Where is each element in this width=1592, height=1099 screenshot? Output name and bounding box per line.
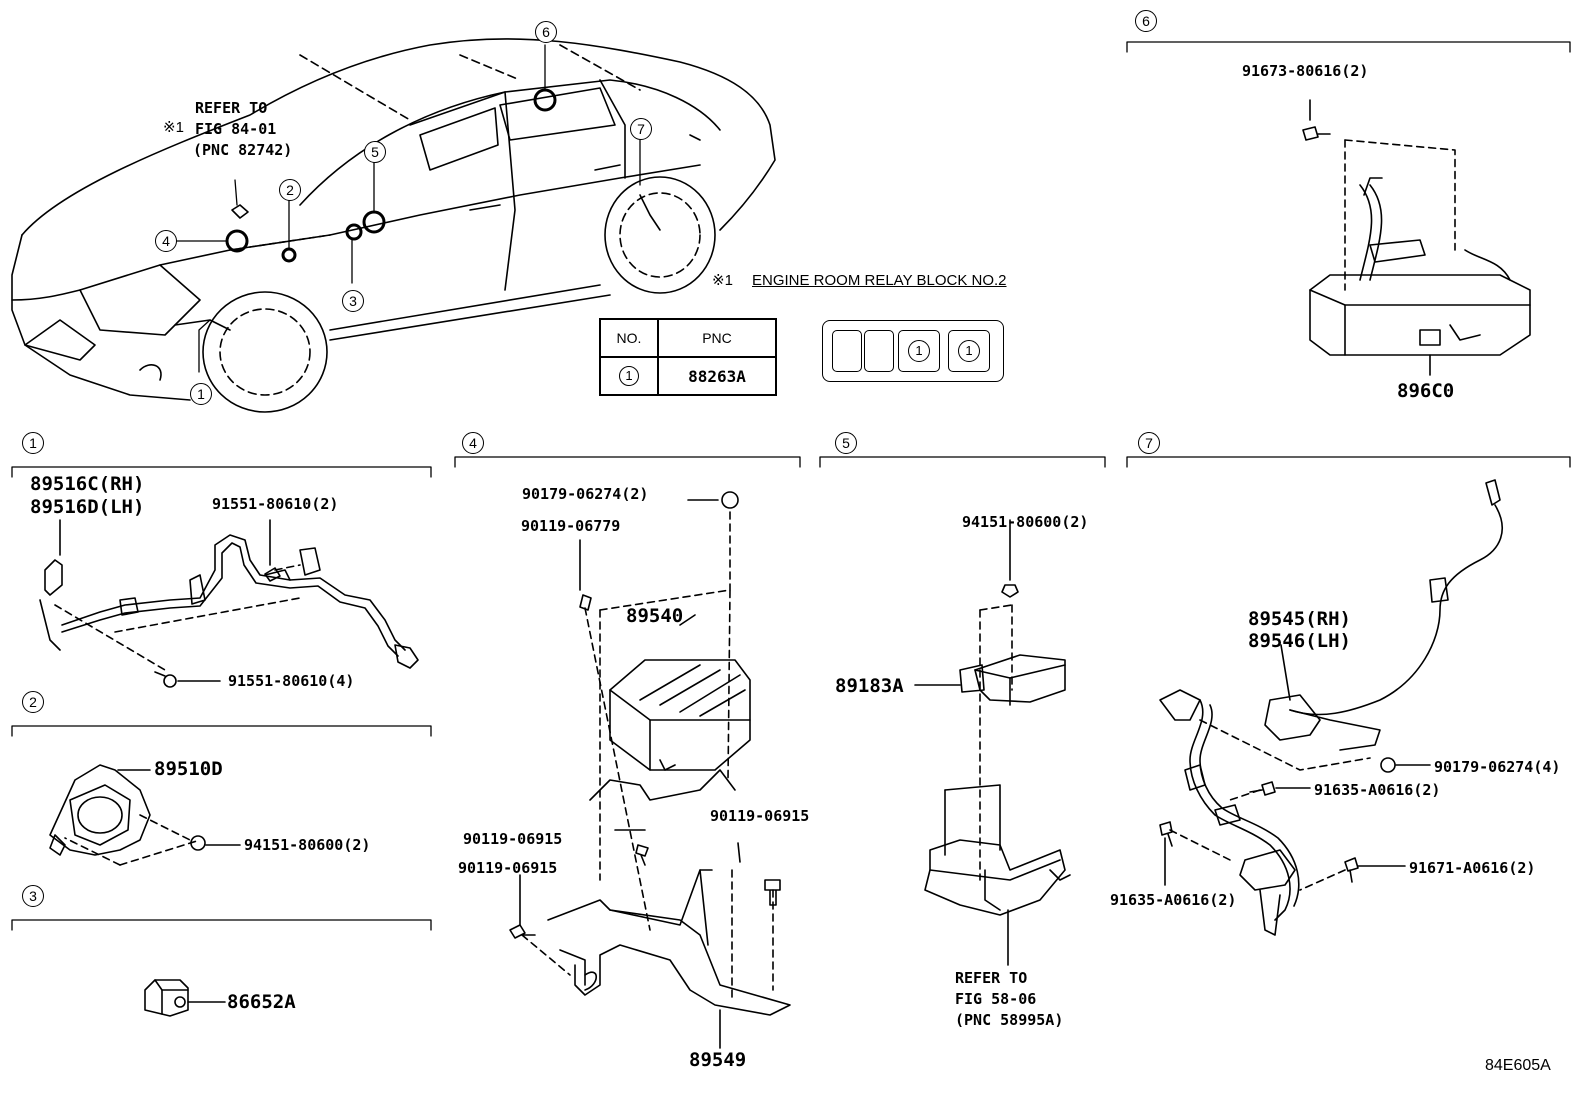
part-91673-80616-2: 91673-80616(2) bbox=[1242, 62, 1369, 80]
part-91635-a0616-2-b: 91635-A0616(2) bbox=[1110, 891, 1237, 909]
part-91551-80610-2: 91551-80610(2) bbox=[212, 495, 339, 513]
s6-module bbox=[1302, 99, 1531, 376]
section-6-number: 6 bbox=[1135, 10, 1157, 32]
section-5-number: 5 bbox=[835, 432, 857, 454]
part-89540: 89540 bbox=[626, 605, 684, 627]
s1-harness bbox=[39, 519, 419, 688]
chip-slot bbox=[832, 330, 862, 372]
chip-number: 1 bbox=[958, 340, 980, 362]
callout-7[interactable]: 7 bbox=[630, 118, 652, 140]
section-2-number: 2 bbox=[22, 691, 44, 713]
callout-5[interactable]: 5 bbox=[364, 141, 386, 163]
part-90179-06274-2: 90179-06274(2) bbox=[522, 485, 649, 503]
part-91671-a0616-2: 91671-A0616(2) bbox=[1409, 859, 1536, 877]
refer-note-line3: (PNC 82742) bbox=[193, 141, 293, 159]
s2-sensor bbox=[49, 764, 241, 866]
relay-block-marker bbox=[231, 204, 249, 219]
figure-id: 84E605A bbox=[1485, 1057, 1551, 1074]
s4-ecu bbox=[509, 491, 791, 1049]
refer-note-line2: FIG 84-01 bbox=[195, 120, 277, 138]
part-91635-a0616-2-a: 91635-A0616(2) bbox=[1314, 781, 1441, 799]
refer-s5-line3: (PNC 58995A) bbox=[955, 1011, 1064, 1029]
part-91551-80610-4: 91551-80610(4) bbox=[228, 672, 355, 690]
part-89510d: 89510D bbox=[154, 758, 223, 780]
part-90119-06915-b: 90119-06915 bbox=[463, 830, 563, 848]
footnote-text: ENGINE ROOM RELAY BLOCK NO.2 bbox=[752, 272, 1007, 289]
part-90179-06274-4: 90179-06274(4) bbox=[1434, 758, 1561, 776]
pnc-table: NO. PNC 1 88263A bbox=[599, 318, 777, 396]
connector-chip-box bbox=[822, 320, 1004, 382]
part-90119-06915-c: 90119-06915 bbox=[458, 859, 558, 877]
s5-sensor bbox=[914, 519, 1071, 966]
refer-s5-line1: REFER TO bbox=[955, 969, 1028, 987]
callout-3[interactable]: 3 bbox=[342, 290, 364, 312]
part-90119-06779: 90119-06779 bbox=[521, 517, 621, 535]
callout-6[interactable]: 6 bbox=[535, 21, 557, 43]
section-7-number: 7 bbox=[1138, 432, 1160, 454]
section-1-number: 1 bbox=[22, 432, 44, 454]
part-86652a: 86652A bbox=[227, 991, 296, 1013]
chip-slot bbox=[864, 330, 894, 372]
callout-4[interactable]: 4 bbox=[155, 230, 177, 252]
pnc-table-no-cell: 1 bbox=[599, 356, 659, 396]
chip-number: 1 bbox=[908, 340, 930, 362]
pnc-table-header-no: NO. bbox=[599, 318, 659, 358]
part-89516c: 89516C(RH) bbox=[30, 473, 145, 495]
part-94151-80600-2-s5: 94151-80600(2) bbox=[962, 513, 1089, 531]
section-brackets bbox=[11, 41, 1571, 931]
part-89516d: 89516D(LH) bbox=[30, 496, 145, 518]
section-3-number: 3 bbox=[22, 885, 44, 907]
part-89545: 89545(RH) bbox=[1248, 608, 1351, 630]
part-896c0: 896C0 bbox=[1397, 380, 1455, 402]
refer-note-mark: ※1 bbox=[163, 119, 184, 136]
chip-slot-1: 1 bbox=[948, 330, 990, 372]
part-89183a: 89183A bbox=[835, 675, 904, 697]
section-4-number: 4 bbox=[462, 432, 484, 454]
callout-1[interactable]: 1 bbox=[190, 383, 212, 405]
refer-s5-line2: FIG 58-06 bbox=[955, 990, 1037, 1008]
s3-switch bbox=[144, 979, 226, 1017]
chip-slot-1: 1 bbox=[898, 330, 940, 372]
s7-sensor bbox=[1159, 479, 1504, 936]
pnc-table-header-pnc: PNC bbox=[657, 318, 777, 358]
footnote-mark: ※1 bbox=[712, 272, 733, 289]
part-90119-06915-a: 90119-06915 bbox=[710, 807, 810, 825]
pnc-table-no: 1 bbox=[619, 366, 639, 386]
location-markers bbox=[225, 88, 557, 263]
car-illustration bbox=[11, 38, 776, 413]
part-94151-80600-2: 94151-80600(2) bbox=[244, 836, 371, 854]
callout-2[interactable]: 2 bbox=[279, 179, 301, 201]
pnc-table-pnc: 88263A bbox=[657, 356, 777, 396]
refer-note-line1: REFER TO bbox=[195, 99, 268, 117]
part-89549: 89549 bbox=[689, 1049, 747, 1071]
part-89546: 89546(LH) bbox=[1248, 630, 1351, 652]
